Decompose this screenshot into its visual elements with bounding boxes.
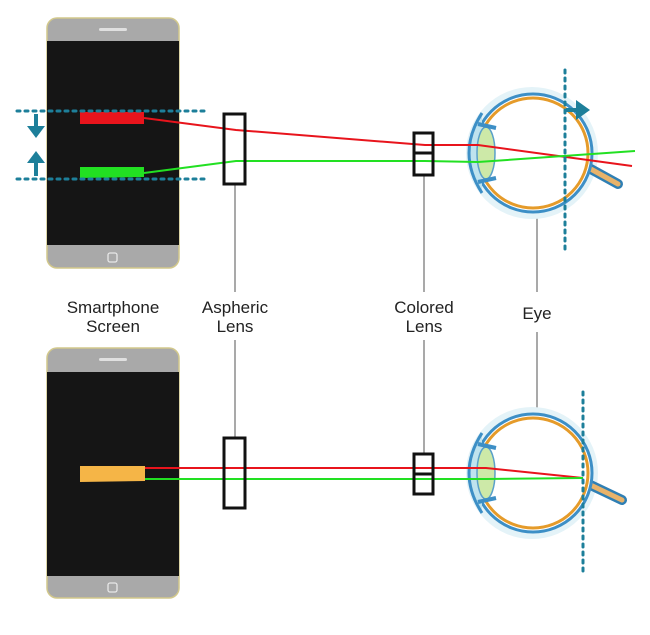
yellow-image <box>80 466 145 482</box>
label-line: Colored <box>394 298 454 317</box>
eye-label: Eye <box>502 304 572 323</box>
iris-bottom <box>477 496 497 504</box>
label-line: Lens <box>405 317 443 336</box>
label-line: Aspheric <box>201 298 269 317</box>
iris-bottom <box>477 176 497 184</box>
cornea <box>467 432 484 514</box>
aspheric-lens-label: Aspheric Lens <box>186 298 284 336</box>
rays-top <box>143 117 636 174</box>
rays-bottom <box>144 467 584 480</box>
leader-lines <box>234 176 538 453</box>
iris-top <box>477 442 497 450</box>
phone-speaker <box>99 358 127 361</box>
smartphone-top <box>46 17 180 269</box>
colored-lens-label: Colored Lens <box>375 298 473 336</box>
screen-images <box>80 112 145 482</box>
crystalline-lens <box>476 446 496 500</box>
label-line: Lens <box>216 317 254 336</box>
arrow-up-icon <box>27 151 45 163</box>
phone-screen <box>47 41 179 245</box>
arrow-right-icon <box>576 100 590 120</box>
cornea <box>467 112 484 194</box>
green-image <box>80 167 144 178</box>
label-line: Screen <box>86 317 140 336</box>
phone-home-button <box>107 252 118 263</box>
dotted-guides <box>15 68 585 574</box>
phone-home-button <box>107 582 118 593</box>
arrows <box>27 100 590 176</box>
arrow-down-icon <box>27 126 45 138</box>
smartphone-screen-label: Smartphone Screen <box>52 298 174 336</box>
crystalline-lens <box>476 126 496 180</box>
phone-speaker <box>99 28 127 31</box>
green-ray <box>143 150 636 174</box>
aspheric-lens-top <box>222 112 247 186</box>
red-image <box>80 112 144 124</box>
aspheric-lens-bottom <box>222 436 247 510</box>
iris-top <box>477 122 497 130</box>
label-line: Eye <box>522 304 552 323</box>
lenses <box>222 112 435 510</box>
red-ray <box>144 467 584 479</box>
green-ray <box>144 477 584 480</box>
red-ray <box>143 117 633 167</box>
label-line: Smartphone <box>66 298 160 317</box>
